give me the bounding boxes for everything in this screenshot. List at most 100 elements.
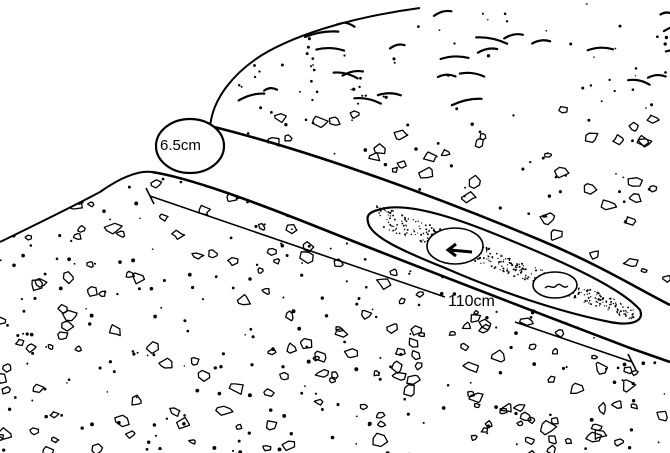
stipple-dot [529, 161, 531, 163]
stipple-dot [391, 226, 393, 228]
stipple-dot [488, 249, 489, 250]
stipple-dot [502, 267, 504, 269]
stipple-dot [58, 234, 61, 237]
stipple-dot [354, 367, 358, 371]
stipple-dot [614, 90, 616, 92]
nest-chamber-small [533, 272, 577, 298]
stipple-dot [494, 268, 496, 270]
stipple-dot [413, 229, 414, 230]
stipple-dot [88, 322, 91, 325]
stipple-dot [306, 52, 309, 55]
stipple-dot [502, 255, 503, 256]
stipple-dot [386, 207, 387, 208]
stipple-dot [508, 271, 510, 273]
stipple-dot [622, 306, 624, 308]
stipple-dot [321, 408, 324, 411]
stipple-dot [218, 92, 220, 94]
stipple-dot [415, 234, 416, 235]
pebble [15, 205, 28, 215]
stipple-dot [70, 240, 72, 242]
stipple-dot [429, 224, 431, 226]
stipple-dot [588, 297, 590, 299]
stipple-dot [183, 414, 186, 417]
stipple-dot [44, 415, 48, 419]
stipple-dot [401, 223, 403, 225]
stipple-dot [308, 37, 311, 40]
stipple-dot [305, 345, 307, 347]
stipple-dot [496, 253, 498, 255]
stipple-dot [625, 315, 627, 317]
stipple-dot [361, 95, 363, 97]
stipple-dot [411, 233, 413, 235]
stipple-dot [409, 270, 411, 272]
stipple-dot [523, 265, 524, 266]
stipple-dot [615, 305, 616, 306]
stipple-dot [281, 244, 285, 248]
stipple-dot [487, 54, 490, 57]
stipple-dot [408, 273, 410, 275]
stipple-dot [389, 224, 391, 226]
stipple-dot [664, 42, 667, 45]
stipple-dot [138, 287, 141, 290]
stipple-dot [404, 229, 406, 231]
twig [644, 0, 658, 1]
stipple-dot [482, 13, 484, 15]
stipple-dot [425, 224, 427, 226]
stipple-dot [549, 414, 552, 417]
stipple-dot [617, 308, 618, 309]
stipple-dot [588, 302, 589, 303]
stipple-dot [483, 0, 485, 2]
stipple-dot [590, 418, 594, 422]
stipple-dot [227, 62, 229, 64]
stipple-dot [217, 18, 220, 21]
stipple-dot [519, 263, 520, 264]
stipple-dot [214, 366, 217, 369]
stipple-dot [480, 263, 481, 264]
stipple-dot [589, 293, 591, 295]
stipple-dot [343, 341, 346, 344]
stipple-dot [528, 276, 529, 277]
stipple-dot [587, 300, 588, 301]
stipple-dot [425, 228, 427, 230]
stipple-dot [389, 365, 392, 368]
stipple-dot [587, 119, 590, 122]
stipple-dot [160, 307, 162, 309]
stipple-dot [498, 263, 499, 264]
stipple-dot [485, 316, 488, 319]
stipple-dot [607, 309, 608, 310]
stipple-dot [595, 297, 596, 298]
stipple-dot [584, 294, 585, 295]
stipple-dot [628, 446, 631, 449]
stipple-dot [632, 399, 635, 402]
stipple-dot [584, 301, 585, 302]
stipple-dot [507, 268, 508, 269]
stipple-dot [531, 273, 532, 274]
stipple-dot [59, 286, 63, 290]
stipple-dot [238, 440, 241, 443]
stipple-dot [645, 107, 647, 109]
burrow-length-label: 110cm [448, 293, 495, 310]
stipple-dot [376, 206, 378, 208]
stipple-dot [597, 299, 599, 301]
opening-width-label: 6.5cm [160, 137, 201, 154]
stipple-dot [593, 337, 595, 339]
stipple-dot [514, 412, 517, 415]
stipple-dot [26, 363, 28, 365]
stipple-dot [586, 2, 588, 4]
stipple-dot [44, 388, 47, 391]
stipple-dot [532, 362, 536, 366]
stipple-dot [379, 208, 381, 210]
stipple-dot [627, 306, 629, 308]
stipple-dot [419, 228, 421, 230]
stipple-dot [311, 57, 314, 60]
stipple-dot [393, 226, 394, 227]
stipple-dot [355, 443, 357, 445]
stipple-dot [334, 153, 336, 155]
stipple-dot [421, 222, 422, 223]
stipple-dot [603, 297, 605, 299]
stipple-dot [633, 309, 634, 310]
stipple-dot [364, 258, 367, 261]
stipple-dot [299, 91, 301, 93]
stipple-dot [494, 405, 498, 409]
stipple-dot [116, 293, 118, 295]
